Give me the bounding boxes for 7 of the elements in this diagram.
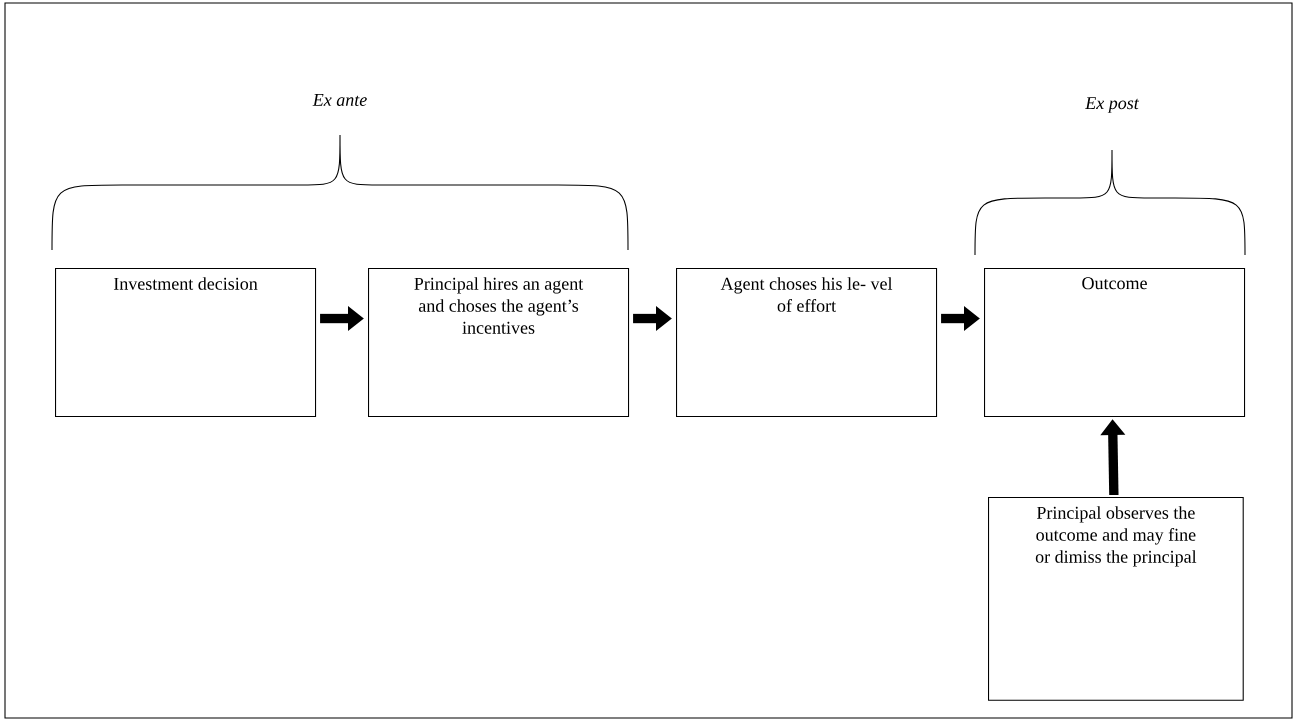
step-box: Principal hires an agent and choses the agent’s incentives — [368, 268, 630, 418]
phase-label: Ex post — [1085, 97, 1140, 113]
step-box: Outcome — [984, 268, 1246, 418]
step-box: Investment decision — [55, 268, 317, 418]
phase-label: Ex ante — [312, 94, 367, 106]
step-box: Principal observes the outcome and may fine or dimiss the principal — [988, 497, 1244, 701]
step-box: Agent choses his le- vel of effort — [676, 268, 938, 418]
